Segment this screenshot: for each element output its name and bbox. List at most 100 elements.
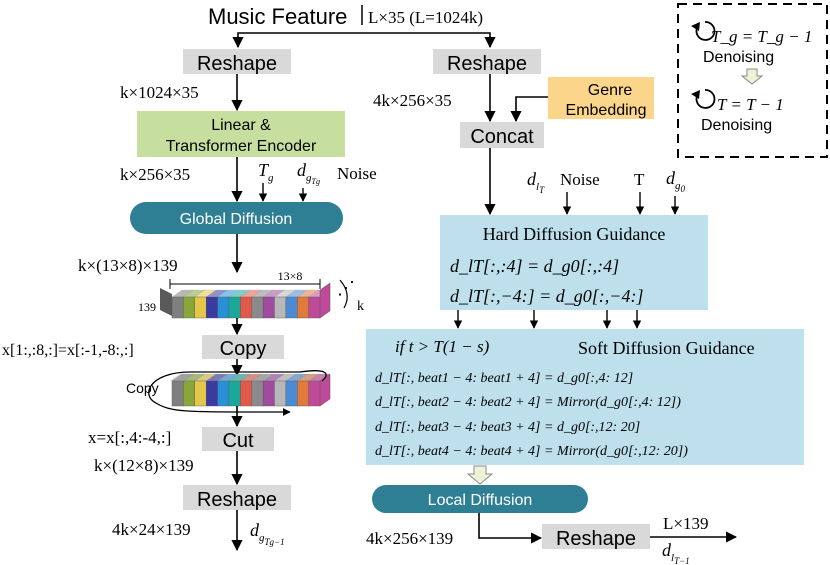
right-out-dim: L×139 xyxy=(663,514,708,533)
left-output-symbol: dgTg−1 xyxy=(250,520,285,547)
loop-icon-2-head xyxy=(691,90,700,99)
cube-cell xyxy=(240,296,253,319)
soft-eq1: d_lT[:, beat1 − 4: beat1 + 4] = d_g0[:,4… xyxy=(375,371,633,386)
soft-guidance-title: Soft Diffusion Guidance xyxy=(578,338,755,358)
right-dim-out: 4k×256×139 xyxy=(366,529,453,548)
cube-cell xyxy=(297,296,310,319)
left-dim5: 4k×24×139 xyxy=(112,520,191,539)
cube-cell xyxy=(274,296,287,319)
split-connector xyxy=(232,32,496,49)
encoder-box xyxy=(137,111,345,157)
left-reshape-box xyxy=(183,49,291,74)
right-reshape2-label: Reshape xyxy=(556,528,636,550)
cube-cell xyxy=(285,296,298,319)
arrow-r-out xyxy=(478,513,543,544)
cube-top-dim: 13×8 xyxy=(278,269,303,283)
copy-label: Copy xyxy=(220,338,267,360)
copy-equation: x[1:,:8,:]=x[:-1,-8:,:] xyxy=(2,342,134,359)
hard-eq2: d_lT[:,−4:] = d_g0[:,−4:] xyxy=(450,286,643,306)
concat-label: Concat xyxy=(470,126,534,148)
right-dim1: 4k×256×35 xyxy=(373,91,452,110)
legend-eq1: T_g = T_g − 1 xyxy=(711,27,812,46)
cut-equation: x=x[:,4:-4,:] xyxy=(88,428,171,447)
cube-cell xyxy=(194,296,207,319)
top-dim-label: L×35 (L=1024k) xyxy=(368,8,483,27)
cube-cell xyxy=(205,296,219,319)
cube-k-brace xyxy=(339,279,348,309)
input-tg: Tg xyxy=(258,160,274,184)
loop-icon-1 xyxy=(695,21,716,41)
cube-cell xyxy=(262,296,275,319)
cube-cell xyxy=(308,380,321,407)
soft-condition: if t > T(1 − s) xyxy=(395,337,490,356)
hard-guidance-title: Hard Diffusion Guidance xyxy=(483,224,666,244)
cube-cell xyxy=(183,380,196,407)
hard-guidance-box xyxy=(440,215,708,310)
cube-cell xyxy=(171,380,184,407)
genre-line1: Genre xyxy=(588,82,633,99)
global-diffusion-box xyxy=(130,202,343,234)
cube-cell xyxy=(285,380,298,407)
legend-eq2: T = T − 1 xyxy=(717,95,784,114)
cube-cell xyxy=(183,296,196,319)
cube-cell xyxy=(240,380,253,407)
genre-line2: Embedding xyxy=(566,102,647,119)
arrow-genre xyxy=(510,96,548,123)
cube-cell xyxy=(308,296,321,319)
left-reshape2-box xyxy=(183,485,291,510)
global-diffusion-label: Global Diffusion xyxy=(180,211,293,228)
left-reshape-label: Reshape xyxy=(197,53,277,75)
cube-tensor-1: 13×8 139 ⋰ k xyxy=(138,269,364,319)
input-noise: Noise xyxy=(337,164,377,183)
left-reshape2-label: Reshape xyxy=(197,489,277,511)
legend-label2: Denoising xyxy=(701,117,772,134)
input-noise-right: Noise xyxy=(560,170,600,189)
encoder-line1: Linear & xyxy=(211,117,271,134)
cube-dots: ⋰ xyxy=(337,278,355,298)
local-diffusion-label: Local Diffusion xyxy=(428,492,533,509)
soft-eq2: d_lT[:, beat2 − 4: beat2 + 4] = Mirror(d… xyxy=(375,395,681,410)
genre-embedding-box xyxy=(548,77,654,119)
cube-side-dim: 139 xyxy=(138,300,156,314)
loop-icon-1-head xyxy=(691,22,700,31)
copy-loop-arrow xyxy=(148,370,327,416)
left-dim1: k×1024×35 xyxy=(120,83,199,102)
left-dim4: k×(12×8)×139 xyxy=(94,456,194,475)
input-dlt: dlT xyxy=(527,169,545,195)
cube-cell xyxy=(228,296,241,319)
cube-k-label: k xyxy=(357,299,364,314)
soft-eq3: d_lT[:, beat3 − 4: beat3 + 4] = d_g0[:,1… xyxy=(375,420,640,435)
right-reshape2-box xyxy=(542,524,650,549)
cube-cell xyxy=(262,380,275,407)
legend-label1: Denoising xyxy=(703,49,774,66)
cube-cell xyxy=(251,296,264,319)
music-feature-title: Music Feature xyxy=(208,4,347,29)
cube-cell xyxy=(194,380,207,407)
cube-cell xyxy=(274,380,287,407)
left-dim3: k×(13×8)×139 xyxy=(78,256,178,275)
loop-icon-2 xyxy=(695,89,716,109)
soft-guidance-box xyxy=(366,329,804,465)
right-reshape-label: Reshape xyxy=(447,53,527,75)
left-dim2: k×256×35 xyxy=(120,165,190,184)
legend-box xyxy=(677,3,828,158)
concat-box xyxy=(460,122,544,148)
input-dg0: dg0 xyxy=(666,168,686,194)
cut-box xyxy=(202,427,274,451)
cube-cell xyxy=(297,380,310,407)
hard-eq1: d_lT[:,:4] = d_g0[:,:4] xyxy=(450,256,619,276)
cube-cell xyxy=(217,296,230,319)
encoder-line2: Transformer Encoder xyxy=(166,138,317,155)
copy-loop-label: Copy xyxy=(126,380,159,396)
right-output-symbol: dlT−1 xyxy=(662,540,690,565)
cube-cell xyxy=(217,380,230,407)
hollow-down-arrow xyxy=(466,465,494,485)
cube-cell xyxy=(205,380,219,407)
cut-label: Cut xyxy=(222,430,254,452)
soft-eq4: d_lT[:, beat4 − 4: beat4 + 4] = Mirror(d… xyxy=(375,444,688,459)
cube-tensor-2: Copy xyxy=(126,370,331,416)
local-diffusion-box xyxy=(372,485,588,513)
input-T: T xyxy=(634,170,645,189)
